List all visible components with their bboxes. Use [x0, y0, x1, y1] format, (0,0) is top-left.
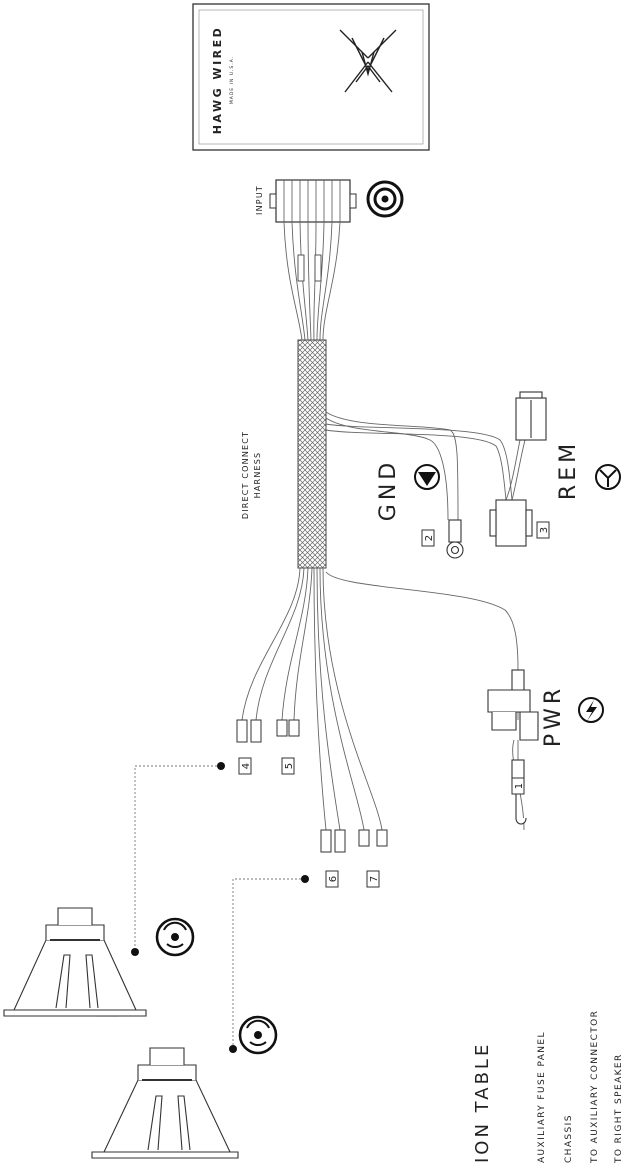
inline-fuse-holders	[297, 254, 322, 282]
svg-text:1: 1	[514, 783, 525, 789]
left-speaker-dot	[131, 948, 139, 956]
svg-text:4: 4	[241, 763, 252, 769]
leader-dot-right	[301, 875, 309, 883]
remote-connector	[489, 391, 547, 547]
leader-dot-left	[217, 762, 225, 770]
svg-text:2: 2	[424, 535, 435, 541]
speaker-wires	[241, 567, 383, 831]
harness-label-line2: HARNESS	[253, 452, 262, 499]
ground-ring-terminal	[446, 519, 464, 559]
connection-table: ION TABLE AUXILIARY FUSE PANEL CHASSIS T…	[472, 1010, 624, 1163]
number-box-2: 2	[421, 529, 435, 547]
amplifier-unit: HAWG WIRED MADE IN U.S.A.	[192, 3, 430, 151]
number-box-1: 1	[511, 777, 525, 795]
table-row-4: TO RIGHT SPEAKER	[614, 1053, 624, 1163]
svg-text:7: 7	[369, 876, 380, 882]
ground-icon	[414, 464, 440, 490]
input-signal-icon	[366, 180, 404, 218]
table-row-2: CHASSIS	[564, 1114, 574, 1163]
svg-text:3: 3	[539, 527, 550, 533]
pwr-label: PWR	[541, 685, 566, 747]
harness-label-line1: DIRECT CONNECT	[241, 431, 250, 519]
svg-text:6: 6	[328, 876, 339, 882]
remote-icon	[595, 464, 621, 490]
table-row-1: AUXILIARY FUSE PANEL	[537, 1031, 547, 1163]
brand-logo-icon	[339, 29, 397, 93]
gnd-label: GND	[376, 459, 401, 521]
input-wires	[283, 221, 341, 341]
right-speaker-dot	[229, 1045, 237, 1053]
number-box-7: 7	[366, 870, 380, 888]
speaker-icon-left	[155, 917, 195, 957]
braided-harness	[297, 339, 327, 569]
left-speaker	[3, 907, 147, 1017]
speaker-leader-lines	[134, 765, 305, 1047]
brand-name: HAWG WIRED	[211, 26, 224, 135]
table-row-3: TO AUXILIARY CONNECTOR	[590, 1010, 600, 1163]
number-box-6: 6	[325, 870, 339, 888]
speaker-icon-right	[238, 1015, 278, 1055]
number-boxes: 1 2 3 4 5 6 7	[238, 521, 550, 888]
fuse-holder	[487, 669, 539, 825]
input-connector	[269, 179, 357, 223]
input-label: INPUT	[255, 185, 264, 215]
number-box-5: 5	[281, 757, 295, 775]
speaker-terminals	[236, 719, 388, 853]
right-speaker	[91, 1047, 239, 1159]
svg-text:5: 5	[284, 763, 295, 769]
rem-label: REM	[556, 440, 581, 500]
gnd-rem-branch	[325, 411, 526, 521]
number-box-4: 4	[238, 757, 252, 775]
made-in-label: MADE IN U.S.A.	[229, 56, 235, 104]
table-title: ION TABLE	[472, 1042, 493, 1163]
number-box-3: 3	[536, 521, 550, 539]
power-icon	[578, 697, 604, 723]
